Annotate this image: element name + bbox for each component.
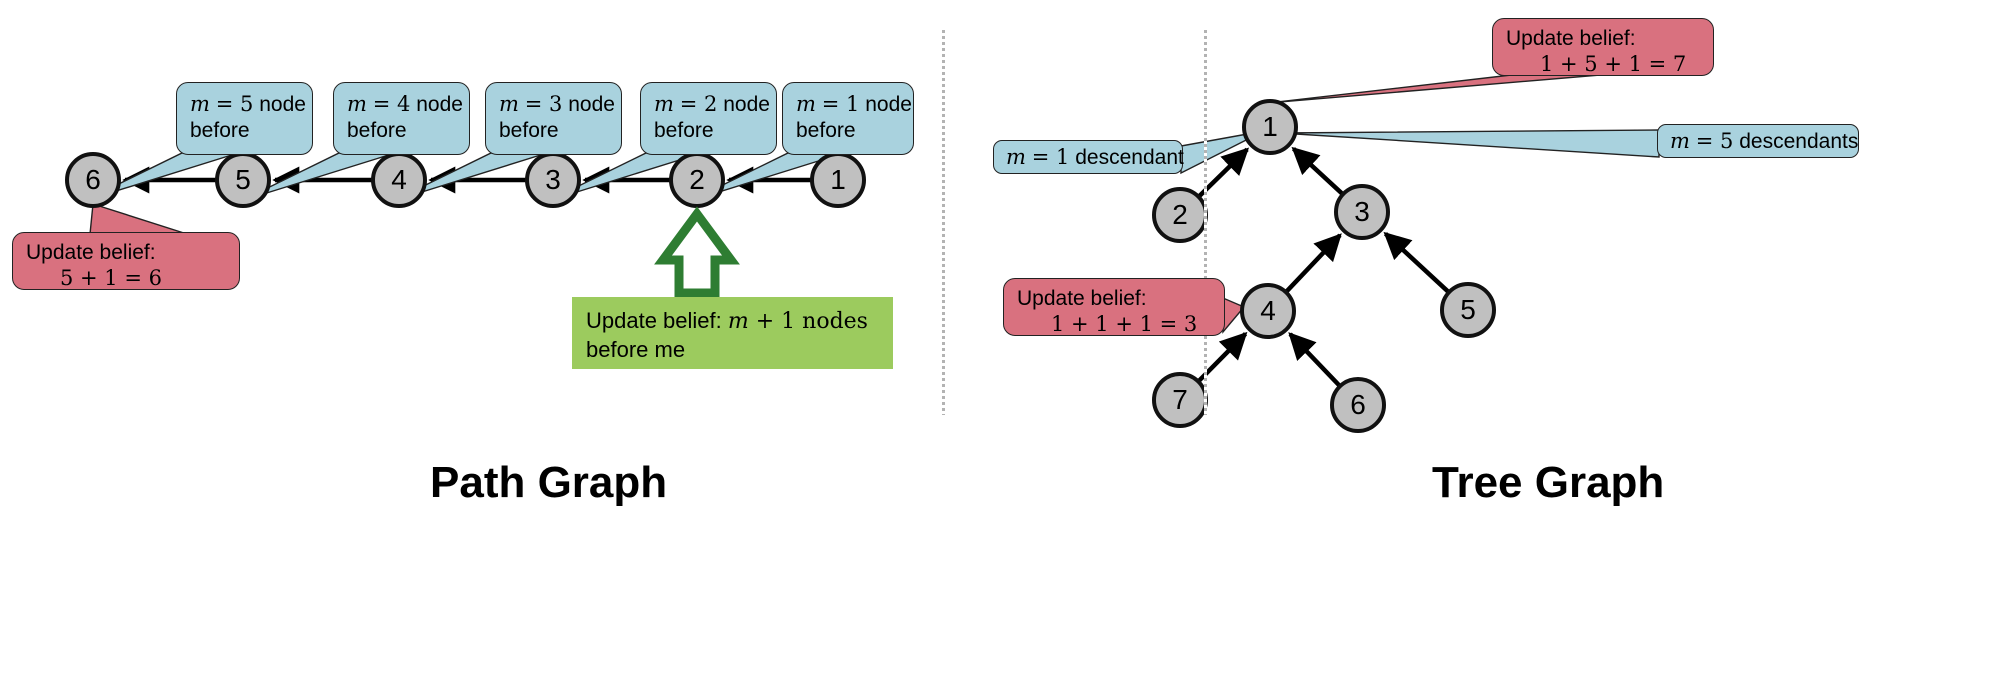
blue-callout-tree-right-rel: = 5	[1695, 129, 1734, 153]
graph-node-1: 1	[810, 152, 866, 208]
red-callout-node-6: Update belief: 5 + 1 = 6	[12, 232, 240, 290]
blue-callout-tail-5: node	[253, 93, 306, 116]
tree-graph-edges	[1197, 146, 1450, 388]
graph-node-4: 4	[371, 152, 427, 208]
blue-callout-tree-left-rel: = 1	[1031, 145, 1070, 169]
blue-callout-var-5: m	[190, 92, 210, 116]
blue-callout-tree-left-var: m	[1006, 145, 1026, 169]
green-update-belief-box: Update belief: m + 1 nodes before me	[572, 297, 893, 369]
blue-callout-tail-4: node	[410, 93, 463, 116]
red-callout-tree-4-line2: 1 + 1 + 1 = 3	[1051, 311, 1198, 336]
path-graph-nodes: 6 5 4 3 2 1	[65, 152, 866, 208]
graph-node-label-1: 1	[830, 164, 846, 195]
blue-callout-line2-5: before	[190, 118, 250, 142]
graph-node-4: 4	[1240, 283, 1296, 339]
tree-graph-title: Tree Graph	[1432, 458, 1665, 507]
graph-node-label-5: 5	[235, 164, 251, 195]
red-callout-tree-1-line1: Update belief:	[1506, 27, 1636, 50]
blue-callout-node-2: m = 2 node before	[640, 82, 777, 155]
graph-node-1: 1	[1242, 99, 1298, 155]
graph-node-3: 3	[525, 152, 581, 208]
blue-callout-node-4: m = 4 node before	[333, 82, 470, 155]
blue-callout-tree-right-var: m	[1670, 129, 1690, 153]
blue-callout-tree-descendant-left: m = 1 descendant	[993, 140, 1184, 174]
blue-callout-tail-1: node	[859, 93, 912, 116]
blue-callout-rel-3: = 3	[524, 92, 563, 116]
blue-callout-var-4: m	[347, 92, 367, 116]
green-line2: before me	[586, 336, 686, 362]
blue-callout-tail-3: node	[562, 93, 615, 116]
graph-node-2: 2	[1152, 187, 1208, 243]
graph-node-label-4: 4	[391, 164, 407, 195]
red-callout-tree-4-line1: Update belief:	[1017, 287, 1147, 310]
panel-divider-2	[1204, 30, 1207, 415]
graph-node-5: 5	[1440, 282, 1496, 338]
blue-callout-tree-right-tail: descendants	[1733, 130, 1859, 153]
panel-divider-1	[942, 30, 945, 415]
blue-callout-line2-2: before	[654, 118, 714, 142]
blue-callout-node-5: m = 5 node before	[176, 82, 313, 155]
graph-node-label-6: 6	[85, 164, 101, 195]
green-line1-pre: Update belief:	[586, 308, 728, 333]
graph-node-label-2: 2	[1172, 199, 1188, 230]
green-line1-post: + 1 nodes	[748, 309, 868, 334]
red-callout-tree-1-line2: 1 + 5 + 1 = 7	[1540, 51, 1687, 76]
blue-callout-line2-1: before	[796, 118, 856, 142]
graph-node-label-3: 3	[1354, 196, 1370, 227]
blue-callout-var-3: m	[499, 92, 519, 116]
graph-node-label-3: 3	[545, 164, 561, 195]
graph-node-5: 5	[215, 152, 271, 208]
red-callout-tree-node-1: Update belief: 1 + 5 + 1 = 7	[1492, 18, 1714, 76]
blue-callout-rel-4: = 4	[372, 92, 411, 116]
callout-tail	[1279, 129, 1660, 158]
green-line1-var: m	[727, 309, 749, 334]
blue-callout-rel-5: = 5	[215, 92, 254, 116]
graph-node-label-7: 7	[1172, 384, 1188, 415]
graph-node-label-5: 5	[1460, 294, 1476, 325]
path-graph-callout-tails	[83, 152, 845, 235]
graph-node-label-2: 2	[689, 164, 705, 195]
graph-node-label-4: 4	[1260, 295, 1276, 326]
blue-callout-var-1: m	[796, 92, 816, 116]
blue-callout-tree-left-tail: descendant	[1069, 146, 1184, 169]
red-callout-line2-6: 5 + 1 = 6	[60, 265, 162, 290]
blue-callout-tail-2: node	[717, 93, 770, 116]
graph-node-2: 2	[669, 152, 725, 208]
graph-node-7: 7	[1152, 372, 1208, 428]
callout-tail	[89, 203, 188, 235]
blue-callout-line2-3: before	[499, 118, 559, 142]
graph-node-6: 6	[1330, 377, 1386, 433]
red-callout-line1-6: Update belief:	[26, 241, 156, 264]
green-block-arrow-icon	[654, 206, 740, 298]
blue-callout-node-3: m = 3 node before	[485, 82, 622, 155]
blue-callout-node-1: m = 1 node before	[782, 82, 914, 155]
blue-callout-rel-1: = 1	[821, 92, 860, 116]
graph-node-label-6: 6	[1350, 389, 1366, 420]
blue-callout-var-2: m	[654, 92, 674, 116]
graph-node-label-1: 1	[1262, 111, 1278, 142]
graph-node-3: 3	[1334, 184, 1390, 240]
blue-callout-tree-descendants-right: m = 5 descendants	[1657, 124, 1859, 158]
green-update-arrow	[654, 206, 740, 298]
red-callout-tree-node-4: Update belief: 1 + 1 + 1 = 3	[1003, 278, 1225, 336]
blue-callout-rel-2: = 2	[679, 92, 718, 116]
path-graph-title: Path Graph	[430, 458, 668, 507]
blue-callout-line2-4: before	[347, 118, 407, 142]
tree-graph-nodes: 1 2 3 4 5 7 6	[1152, 99, 1496, 433]
graph-node-6: 6	[65, 152, 121, 208]
